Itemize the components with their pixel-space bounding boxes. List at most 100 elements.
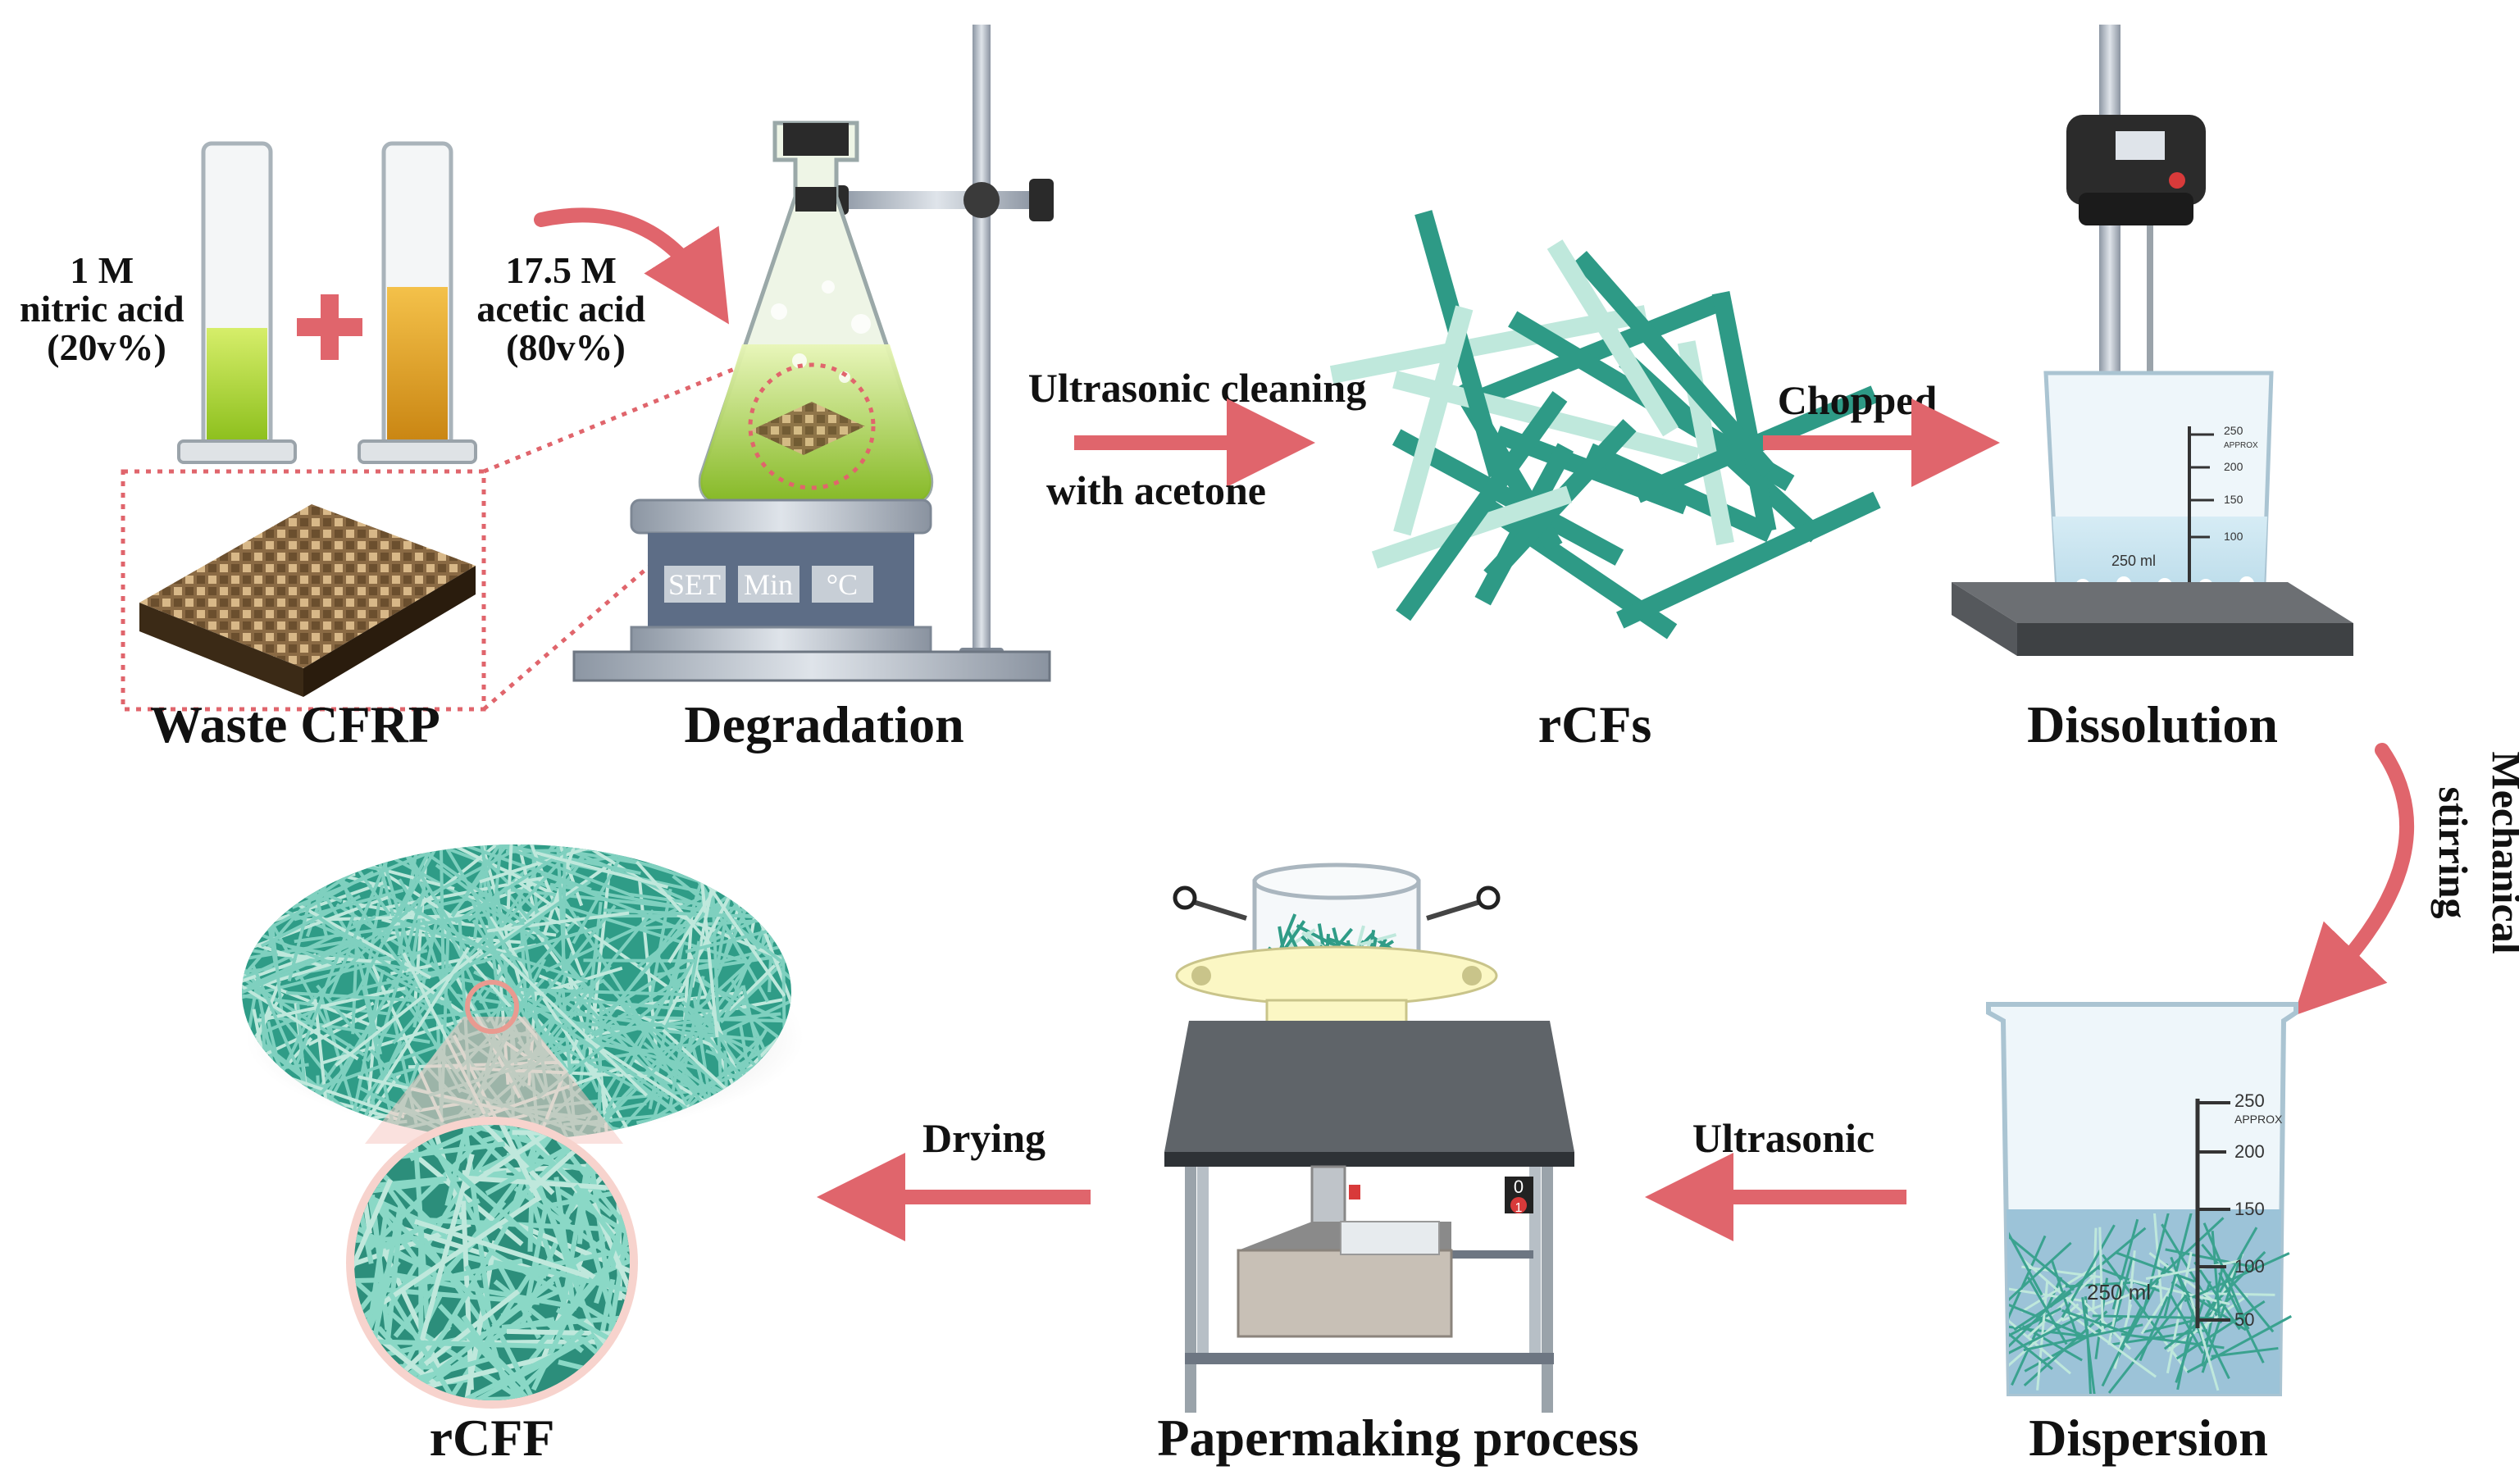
small-beaker-tick-150: 150 — [2224, 493, 2243, 506]
felt-fiber — [257, 986, 406, 1022]
dispersed-fiber — [2069, 1313, 2157, 1378]
switch-on: 1 — [1515, 1201, 1523, 1215]
chopped-label: Chopped — [1778, 377, 1938, 423]
felt-zoom-fiber — [354, 1125, 436, 1285]
rcf-fiber — [1396, 391, 1568, 621]
felt-fiber — [585, 1036, 690, 1108]
felt-zoom-fiber — [506, 1328, 630, 1337]
hotplate: SET Min °C — [572, 498, 1051, 682]
felt-fiber — [375, 946, 471, 1095]
felt-fiber — [242, 863, 319, 881]
felt-fiber — [656, 844, 758, 874]
felt-zoom-fiber — [417, 1136, 543, 1249]
felt-zoom-fiber — [462, 1343, 575, 1400]
rcf-fiber — [1573, 250, 1776, 479]
rcf-fiber — [1393, 305, 1474, 536]
small-beaker-tick-approx: APPROX — [2224, 441, 2258, 450]
stirring-label: stirring — [2430, 786, 2476, 918]
felt-fiber — [242, 1083, 262, 1140]
dispersed-fiber — [2009, 1290, 2066, 1348]
felt-fiber — [681, 942, 791, 973]
felt-fiber — [454, 844, 586, 924]
felt-zoom-fiber — [419, 1153, 475, 1344]
felt-zoom-fiber — [577, 1335, 630, 1400]
mechanical-stirring-arrow — [2294, 743, 2415, 1016]
felt-fiber — [604, 908, 765, 919]
rcf-fiber — [1329, 305, 1648, 384]
cfrp-plate — [139, 504, 476, 697]
felt-zoom-fiber — [381, 1195, 541, 1305]
papermaking-machine: 0 1 — [1164, 863, 1574, 1413]
acetic-acid-cylinder — [358, 141, 477, 464]
dispersed-fiber — [2129, 1278, 2230, 1306]
step-dissolution: Dissolution — [2027, 695, 2278, 753]
felt-fiber — [475, 844, 500, 936]
felt-zoom-fiber — [594, 1159, 630, 1304]
step-rcfs: rCFs — [1538, 695, 1652, 753]
felt-fiber — [242, 844, 305, 917]
felt-zoom-fiber — [493, 1125, 613, 1218]
felt-fiber — [294, 913, 356, 1067]
felt-fiber — [430, 844, 531, 896]
felt-fiber — [260, 894, 361, 948]
zoom-line-bottom — [482, 474, 756, 711]
felt-fiber — [294, 888, 404, 922]
mould-fiber — [1360, 933, 1397, 947]
ultrasonic-cleaning-label-1: Ultrasonic cleaning — [1028, 365, 1366, 411]
felt-zoom-fiber — [489, 1328, 585, 1400]
step-papermaking: Papermaking process — [1157, 1409, 1638, 1467]
dispersed-fiber — [2107, 1280, 2124, 1345]
dispersed-fiber — [2145, 1259, 2241, 1281]
rcf-fiber — [1616, 491, 1881, 629]
felt-fiber — [365, 844, 417, 971]
nitric-acid-cylinder — [177, 141, 297, 464]
rcf-fiber — [1474, 294, 1720, 408]
felt-fiber — [242, 844, 298, 876]
dispersed-fiber — [2013, 1291, 2072, 1332]
felt-fiber — [635, 860, 713, 946]
felt-fiber — [479, 844, 645, 884]
zoom-line-top — [483, 358, 755, 474]
plus-icon — [297, 294, 362, 360]
felt-fiber — [242, 878, 326, 902]
step-waste-cfrp: Waste CFRP — [150, 695, 440, 753]
dispersed-fiber — [2092, 1314, 2215, 1320]
dispersed-fiber — [2009, 1314, 2083, 1354]
felt-zoom-fiber — [354, 1221, 426, 1345]
felt-fiber — [527, 909, 655, 1065]
dispersion-beaker: 250 APPROX 200 150 100 50 250 ml — [1986, 1002, 2298, 1396]
dispersed-fiber — [2218, 1272, 2265, 1363]
dispersed-fiber — [2009, 1241, 2072, 1302]
dispersed-fiber — [2139, 1295, 2169, 1362]
felt-zoom-fiber — [533, 1265, 630, 1296]
dispersed-fiber — [2026, 1277, 2068, 1345]
large-beaker-tick-100: 100 — [2234, 1256, 2265, 1277]
felt-zoom-fiber — [553, 1177, 576, 1312]
large-beaker-tick-50: 50 — [2234, 1309, 2254, 1330]
felt-fiber — [242, 844, 258, 963]
large-beaker-volume: 250 ml — [2087, 1280, 2151, 1304]
felt-fiber — [445, 848, 524, 977]
step-rcff: rCFF — [430, 1409, 555, 1467]
felt-zoom-fiber — [369, 1339, 563, 1350]
hotplate-min-button: Min — [744, 568, 793, 601]
dispersed-fiber — [2009, 1307, 2062, 1337]
hotplate-set-button: SET — [668, 568, 721, 601]
hotplate-temp-button: °C — [827, 568, 858, 601]
felt-fiber — [291, 850, 431, 909]
felt-fiber — [608, 874, 727, 1013]
dispersed-fiber — [2009, 1332, 2053, 1371]
dispersed-fiber — [2114, 1263, 2169, 1363]
dispersed-fiber — [2175, 1300, 2266, 1360]
felt-fiber — [353, 852, 430, 999]
felt-fiber — [242, 959, 343, 999]
felt-zoom-fiber — [414, 1218, 590, 1280]
dispersed-fiber — [2142, 1213, 2170, 1313]
dissolution-base-plate — [1952, 582, 2353, 656]
dispersed-fiber — [2023, 1323, 2143, 1352]
felt-fiber — [242, 987, 390, 1016]
felt-fiber — [760, 844, 791, 941]
dispersed-fiber — [2126, 1250, 2136, 1319]
felt-fiber — [535, 851, 669, 890]
dispersed-fiber — [2163, 1213, 2193, 1318]
